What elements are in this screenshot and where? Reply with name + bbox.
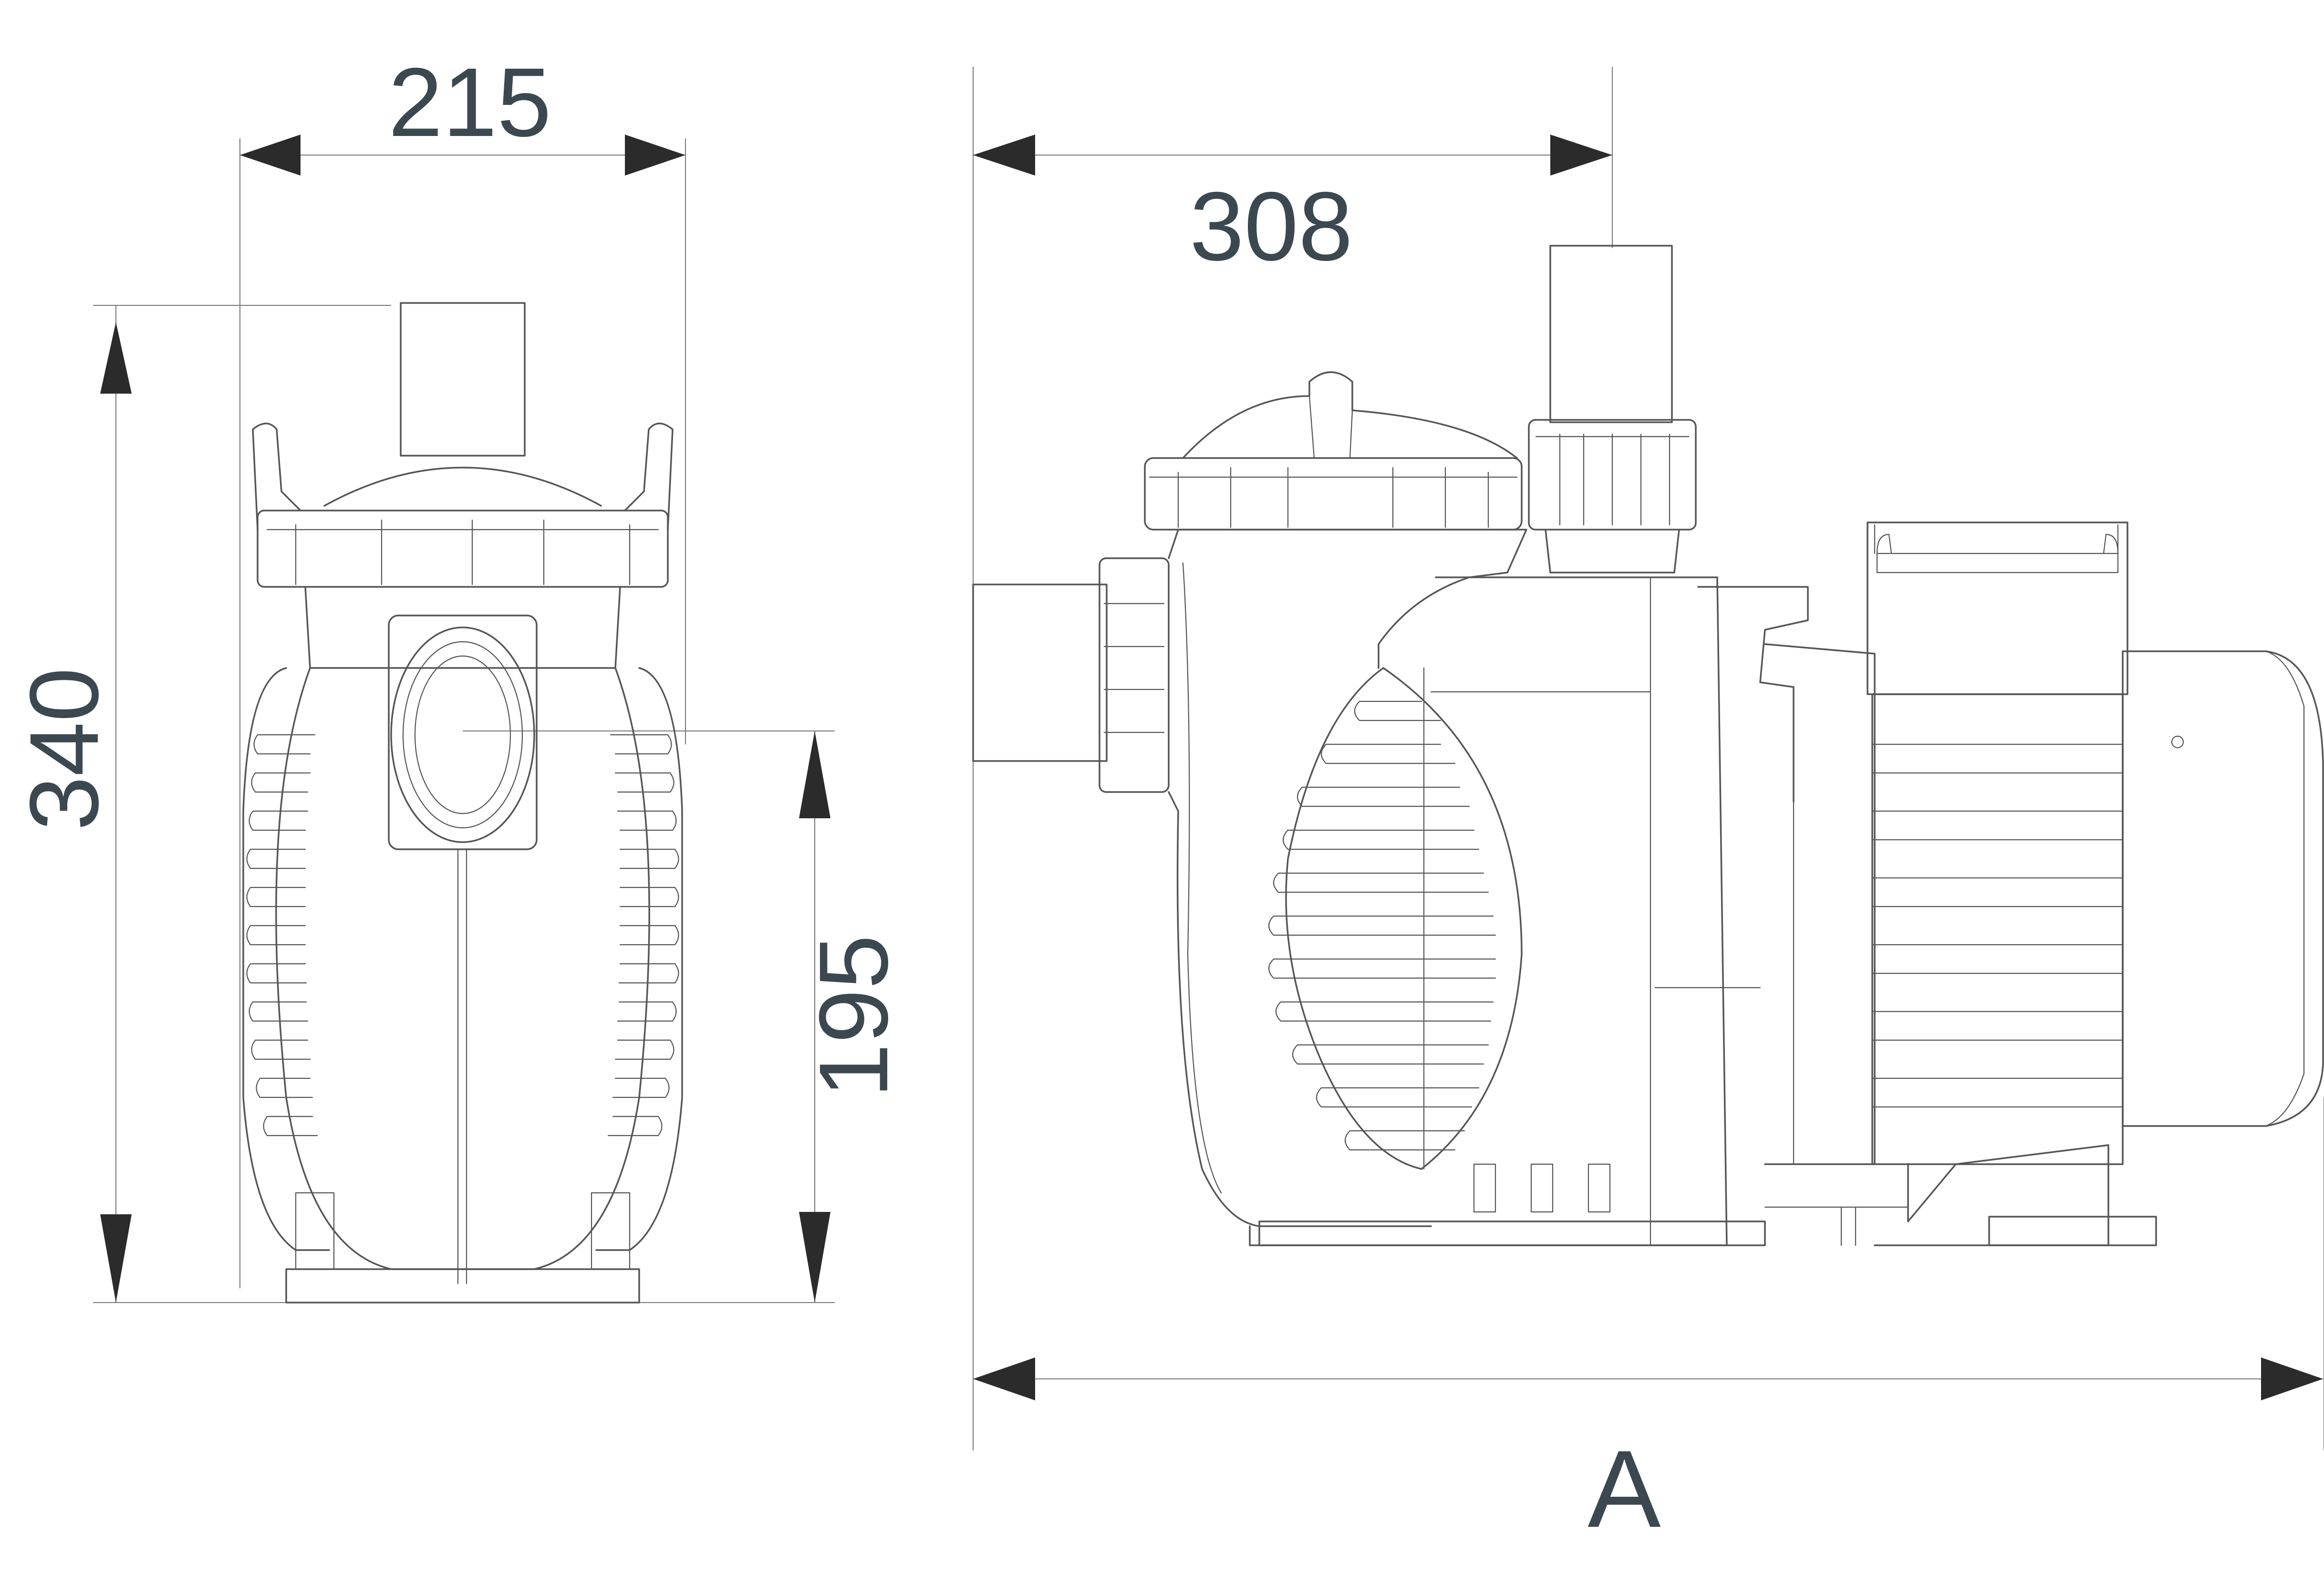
arrow-down-icon — [100, 1214, 132, 1303]
arrow-right-icon — [2261, 1357, 2323, 1400]
side-view-dimensions: 308 A — [973, 67, 2324, 1550]
arrow-up-icon — [100, 322, 132, 394]
arrow-left-icon — [973, 135, 1035, 176]
arrow-left-icon — [240, 135, 301, 176]
depth-dimension-308: 308 — [973, 67, 1613, 1450]
dimension-label-215: 215 — [388, 48, 551, 157]
arrow-right-icon — [1550, 135, 1612, 176]
arrow-up-icon — [799, 731, 830, 818]
inlet-height-dimension-195: 195 — [463, 730, 908, 1303]
height-dimension-340: 340 — [10, 305, 835, 1303]
width-dimension-215: 215 — [239, 48, 686, 1288]
arrow-down-icon — [799, 1212, 830, 1303]
pump-front-view — [242, 302, 683, 1304]
front-view-dimensions: 215 340 195 — [10, 48, 908, 1303]
pump-side-view — [972, 245, 2324, 1246]
dimension-label-a: A — [1587, 1428, 1660, 1550]
dimension-label-308: 308 — [1190, 172, 1353, 281]
dimension-label-340: 340 — [10, 668, 119, 831]
arrow-right-icon — [625, 135, 685, 176]
arrow-left-icon — [973, 1357, 1035, 1400]
length-dimension-a: A — [973, 1097, 2324, 1550]
dimension-label-195: 195 — [799, 935, 908, 1098]
